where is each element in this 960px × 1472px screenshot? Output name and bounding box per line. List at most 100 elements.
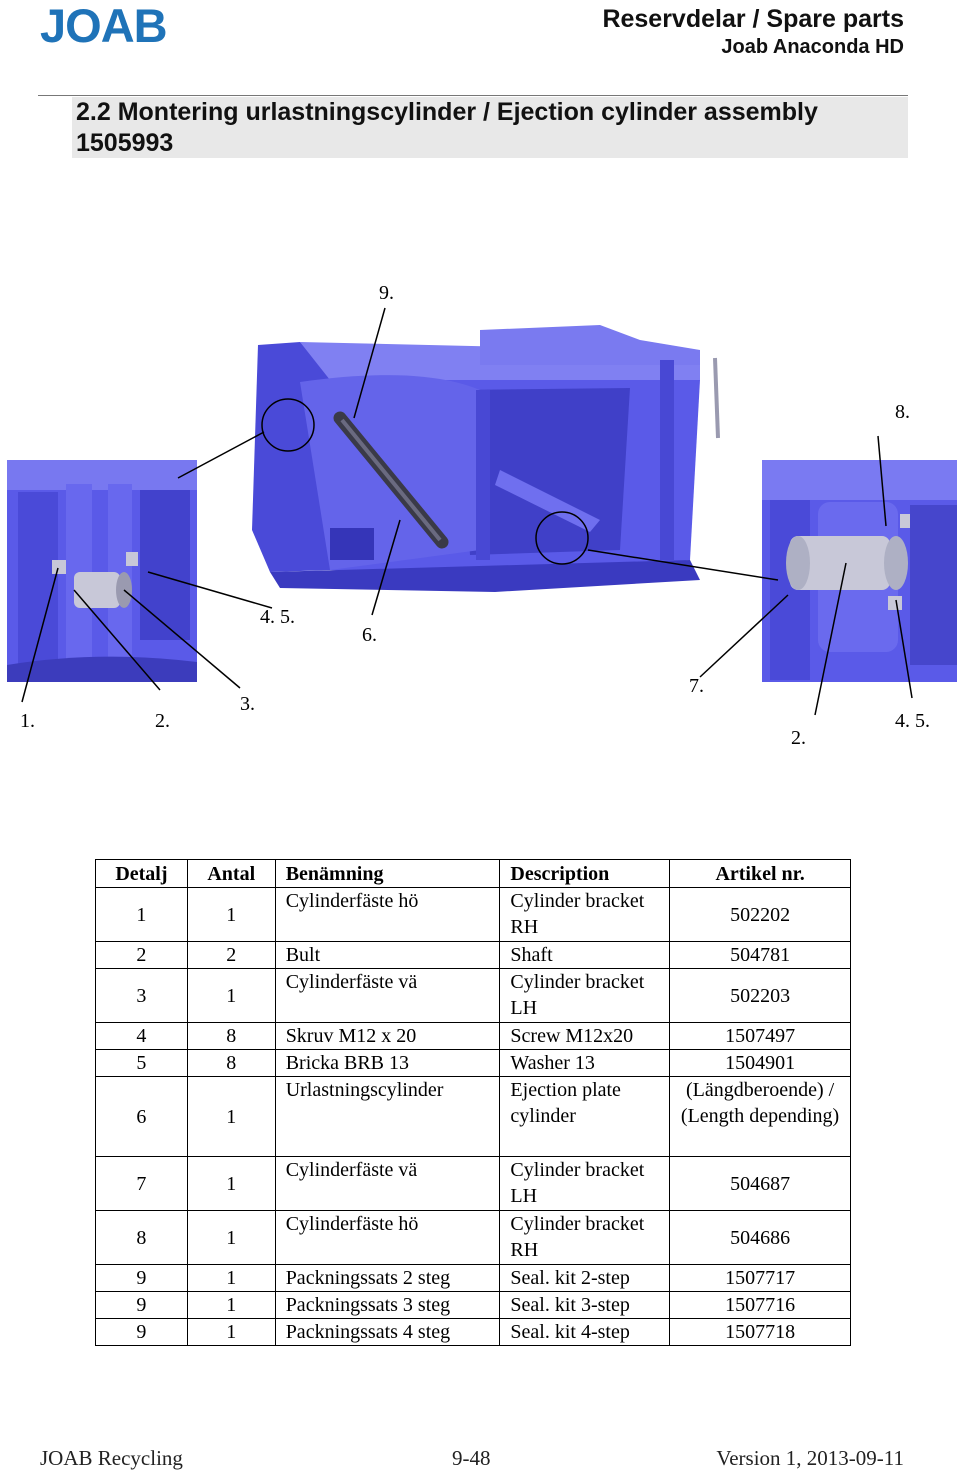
table-row: 8 1 Cylinderfäste hö Cylinder bracket RH… bbox=[95, 1210, 851, 1265]
cell-artikel: 1507497 bbox=[669, 1022, 851, 1050]
cell-artikel: 504781 bbox=[669, 941, 851, 969]
cell-benamning: Cylinderfäste vä bbox=[274, 1156, 501, 1211]
callout-2-left: 2. bbox=[155, 710, 170, 732]
cell-benamning: Packningssats 4 steg bbox=[274, 1318, 501, 1346]
right-detail-view bbox=[762, 460, 957, 682]
callout-8: 8. bbox=[895, 401, 910, 423]
section-heading: 2.2 Montering urlastningscylinder / Ejec… bbox=[72, 97, 908, 158]
cell-antal: 8 bbox=[186, 1022, 276, 1050]
cell-description: Cylinder bracket LH bbox=[499, 968, 671, 1023]
cell-artikel: 504686 bbox=[669, 1210, 851, 1265]
cell-artikel: (Längdberoende) / (Length depending) bbox=[669, 1076, 851, 1157]
cell-benamning: Packningssats 3 steg bbox=[274, 1291, 501, 1319]
header-subtitle: Joab Anaconda HD bbox=[721, 36, 904, 58]
cell-antal: 1 bbox=[186, 1318, 276, 1346]
table-row: 9 1 Packningssats 2 steg Seal. kit 2-ste… bbox=[95, 1264, 851, 1292]
footer-version: Version 1, 2013-09-11 bbox=[716, 1446, 904, 1470]
header-divider bbox=[38, 95, 908, 96]
cell-detalj: 9 bbox=[95, 1318, 188, 1346]
table-row: 9 1 Packningssats 4 steg Seal. kit 4-ste… bbox=[95, 1318, 851, 1346]
cell-artikel: 1507717 bbox=[669, 1264, 851, 1292]
col-header-description: Description bbox=[499, 859, 671, 888]
cell-description: Cylinder bracket LH bbox=[499, 1156, 671, 1211]
cell-description: Screw M12x20 bbox=[499, 1022, 671, 1050]
col-header-antal: Antal bbox=[186, 859, 276, 888]
cell-benamning: Urlastningscylinder bbox=[274, 1076, 501, 1157]
cell-antal: 1 bbox=[186, 1291, 276, 1319]
callout-6: 6. bbox=[362, 624, 377, 646]
leader-lines bbox=[21, 307, 913, 716]
cell-detalj: 3 bbox=[95, 968, 188, 1023]
section-title: 2.2 Montering urlastningscylinder / Ejec… bbox=[76, 98, 818, 157]
header-title: Reservdelar / Spare parts bbox=[602, 5, 904, 33]
cell-detalj: 6 bbox=[95, 1076, 188, 1157]
cell-antal: 1 bbox=[186, 968, 276, 1023]
cell-description: Seal. kit 2-step bbox=[499, 1264, 671, 1292]
cell-artikel: 1507716 bbox=[669, 1291, 851, 1319]
joab-logo: JOAB bbox=[40, 0, 192, 52]
cell-description: Cylinder bracket RH bbox=[499, 1210, 671, 1265]
callout-circle-right bbox=[535, 511, 589, 565]
parts-table: Detalj Antal Benämning Description Artik… bbox=[95, 859, 851, 1346]
footer-company: JOAB Recycling bbox=[40, 1446, 183, 1470]
table-row: 1 1 Cylinderfäste hö Cylinder bracket RH… bbox=[95, 887, 851, 942]
table-row: 7 1 Cylinderfäste vä Cylinder bracket LH… bbox=[95, 1156, 851, 1211]
cell-antal: 1 bbox=[186, 1264, 276, 1292]
cell-antal: 1 bbox=[186, 1076, 276, 1157]
cell-detalj: 9 bbox=[95, 1291, 188, 1319]
cell-artikel: 504687 bbox=[669, 1156, 851, 1211]
cell-antal: 1 bbox=[186, 1210, 276, 1265]
cell-benamning: Packningssats 2 steg bbox=[274, 1264, 501, 1292]
cell-artikel: 1507718 bbox=[669, 1318, 851, 1346]
cell-description: Cylinder bracket RH bbox=[499, 887, 671, 942]
cell-detalj: 4 bbox=[95, 1022, 188, 1050]
cell-artikel: 1504901 bbox=[669, 1049, 851, 1077]
assembly-drawing-svg bbox=[7, 307, 957, 716]
table-row: 9 1 Packningssats 3 steg Seal. kit 3-ste… bbox=[95, 1291, 851, 1319]
callout-7: 7. bbox=[689, 675, 704, 697]
ejection-cylinder bbox=[333, 411, 449, 549]
table-row: 3 1 Cylinderfäste vä Cylinder bracket LH… bbox=[95, 968, 851, 1023]
cell-description: Ejection plate cylinder bbox=[499, 1076, 671, 1157]
cell-benamning: Bult bbox=[274, 941, 501, 969]
cell-antal: 1 bbox=[186, 1156, 276, 1211]
header-block: Reservdelar / Spare parts Joab Anaconda … bbox=[602, 4, 904, 60]
cell-description: Washer 13 bbox=[499, 1049, 671, 1077]
table-row: 4 8 Skruv M12 x 20 Screw M12x20 1507497 bbox=[95, 1022, 851, 1050]
logo-text: JOAB bbox=[40, 2, 167, 46]
cell-antal: 2 bbox=[186, 941, 276, 969]
main-assembly bbox=[252, 325, 720, 592]
cell-detalj: 8 bbox=[95, 1210, 188, 1265]
callout-3: 3. bbox=[240, 693, 255, 715]
callout-circle-left bbox=[261, 398, 315, 452]
cell-antal: 8 bbox=[186, 1049, 276, 1077]
cell-detalj: 2 bbox=[95, 941, 188, 969]
table-header-row: Detalj Antal Benämning Description Artik… bbox=[95, 859, 851, 888]
assembly-drawing: 9. 8. 4. 5. 6. 7. 1. 2. 3. 2. 4. 5. bbox=[0, 270, 960, 760]
table-row: 6 1 Urlastningscylinder Ejection plate c… bbox=[95, 1076, 851, 1157]
cell-artikel: 502202 bbox=[669, 887, 851, 942]
cell-benamning: Bricka BRB 13 bbox=[274, 1049, 501, 1077]
footer-page-number: 9-48 bbox=[452, 1446, 491, 1470]
table-row: 5 8 Bricka BRB 13 Washer 13 1504901 bbox=[95, 1049, 851, 1077]
callout-2-right: 2. bbox=[791, 727, 806, 749]
col-header-detalj: Detalj bbox=[95, 859, 188, 888]
cell-benamning: Cylinderfäste hö bbox=[274, 887, 501, 942]
cell-description: Seal. kit 3-step bbox=[499, 1291, 671, 1319]
cell-benamning: Cylinderfäste vä bbox=[274, 968, 501, 1023]
cell-benamning: Cylinderfäste hö bbox=[274, 1210, 501, 1265]
col-header-artikel: Artikel nr. bbox=[669, 859, 851, 888]
cell-detalj: 5 bbox=[95, 1049, 188, 1077]
cell-detalj: 9 bbox=[95, 1264, 188, 1292]
callout-9: 9. bbox=[379, 282, 394, 304]
col-header-benamning: Benämning bbox=[274, 859, 501, 888]
cell-detalj: 7 bbox=[95, 1156, 188, 1211]
cell-description: Seal. kit 4-step bbox=[499, 1318, 671, 1346]
callout-4-5-right: 4. 5. bbox=[895, 710, 930, 732]
table-row: 2 2 Bult Shaft 504781 bbox=[95, 941, 851, 969]
cell-antal: 1 bbox=[186, 887, 276, 942]
cell-detalj: 1 bbox=[95, 887, 188, 942]
callout-4-5-main: 4. 5. bbox=[260, 606, 295, 628]
left-detail-view bbox=[7, 460, 197, 682]
cell-artikel: 502203 bbox=[669, 968, 851, 1023]
